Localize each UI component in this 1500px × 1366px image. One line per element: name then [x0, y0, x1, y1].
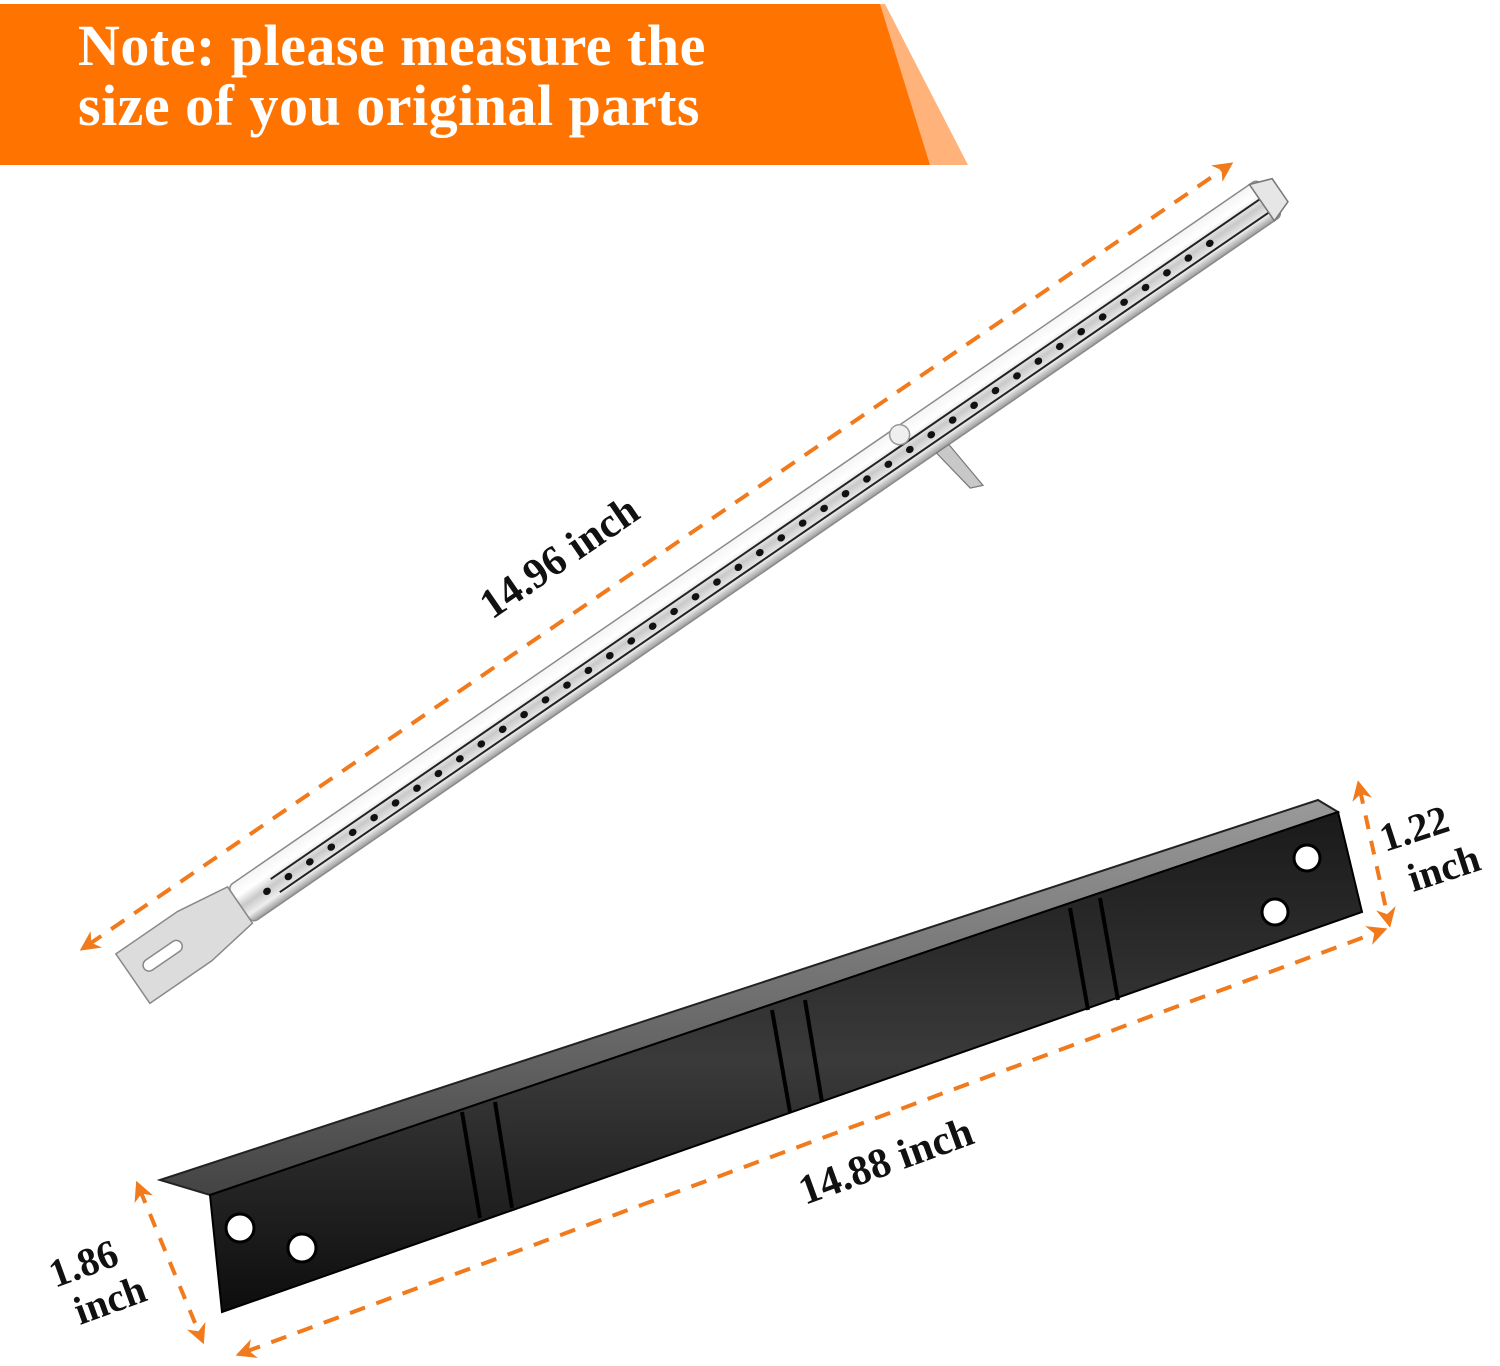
burner-tube: [114, 177, 1289, 1005]
burner-length-label: 14.96 inch: [472, 487, 648, 628]
plate-mount-hole: [1292, 843, 1322, 873]
burner-port: [477, 740, 486, 748]
burner-port: [498, 725, 507, 733]
banner-line-1: Note: please measure the: [78, 13, 706, 78]
plate-left-width-arrow: [134, 1180, 206, 1345]
burner-port: [413, 784, 421, 792]
burner-port: [648, 622, 657, 630]
burner-mounting-bracket: [114, 885, 254, 1005]
burner-length-arrow: [79, 162, 1234, 951]
plate-length-label: 14.88 inch: [793, 1109, 980, 1214]
burner-port: [991, 386, 1000, 395]
burner-port: [627, 637, 636, 645]
burner-port: [605, 652, 614, 660]
burner-port: [884, 460, 893, 468]
burner-port: [863, 475, 871, 483]
plate-rib: [493, 1101, 514, 1209]
burner-port: [970, 401, 978, 409]
burner-ports: [263, 239, 1214, 895]
plate-rib: [1068, 907, 1090, 1011]
burner-port: [348, 828, 357, 837]
plate-right-width-arrow: [1352, 780, 1396, 928]
burner-port: [1163, 269, 1171, 277]
burner-port: [391, 799, 400, 807]
burner-port: [541, 696, 550, 704]
burner-port: [841, 490, 850, 498]
burner-port: [1055, 342, 1064, 351]
banner-text: Note: please measure the size of you ori…: [78, 16, 706, 136]
burner-port: [455, 755, 464, 763]
plate-rib: [803, 999, 824, 1103]
burner-port: [905, 445, 914, 454]
burner-port: [713, 578, 721, 586]
burner-port: [284, 872, 293, 881]
burner-port: [305, 858, 314, 866]
burner-port: [1098, 313, 1107, 321]
plate-mount-hole: [224, 1212, 256, 1244]
plate-length-arrow: [235, 926, 1388, 1358]
banner-shape: [0, 4, 968, 165]
plate-mount-hole: [286, 1232, 318, 1264]
burner-port: [1120, 298, 1128, 306]
plate-rib: [460, 1111, 482, 1219]
plate-rib: [770, 1009, 792, 1113]
burner-seam-line: [270, 198, 1261, 880]
banner-line-2: size of you original parts: [78, 73, 700, 138]
burner-seam-line: [279, 211, 1270, 894]
burner-port: [1013, 372, 1021, 380]
heat-plate-ribs: [460, 897, 1120, 1219]
burner-port: [948, 416, 957, 424]
burner-body: [229, 180, 1282, 922]
burner-port: [327, 843, 336, 851]
burner-port: [1034, 357, 1043, 365]
burner-port: [734, 563, 743, 571]
burner-port: [927, 431, 936, 439]
burner-port: [370, 814, 378, 822]
burner-port: [820, 504, 828, 513]
burner-port: [1184, 254, 1193, 262]
heat-plate: [156, 798, 1364, 1314]
burner-end-cap: [1248, 177, 1289, 223]
burner-rivet: [888, 423, 911, 446]
burner-port: [563, 681, 571, 689]
burner-port: [777, 534, 786, 542]
banner-background: [0, 4, 930, 165]
burner-port: [1205, 239, 1214, 248]
burner-port: [1141, 283, 1150, 292]
burner-port: [691, 593, 700, 601]
burner-port: [434, 769, 443, 778]
burner-port: [1077, 328, 1086, 336]
burner-port: [263, 887, 271, 895]
heat-plate-face: [208, 810, 1364, 1314]
plate-mount-hole: [1260, 897, 1290, 927]
bracket-slot: [142, 939, 183, 972]
note-banner: Note: please measure the size of you ori…: [0, 0, 1500, 170]
burner-port: [584, 666, 593, 675]
burner-port: [670, 607, 678, 616]
burner-port: [755, 548, 764, 557]
plate-rib: [1098, 897, 1120, 1001]
burner-port: [798, 519, 807, 527]
burner-ignitor-tab: [935, 443, 985, 489]
burner-port: [520, 710, 528, 719]
